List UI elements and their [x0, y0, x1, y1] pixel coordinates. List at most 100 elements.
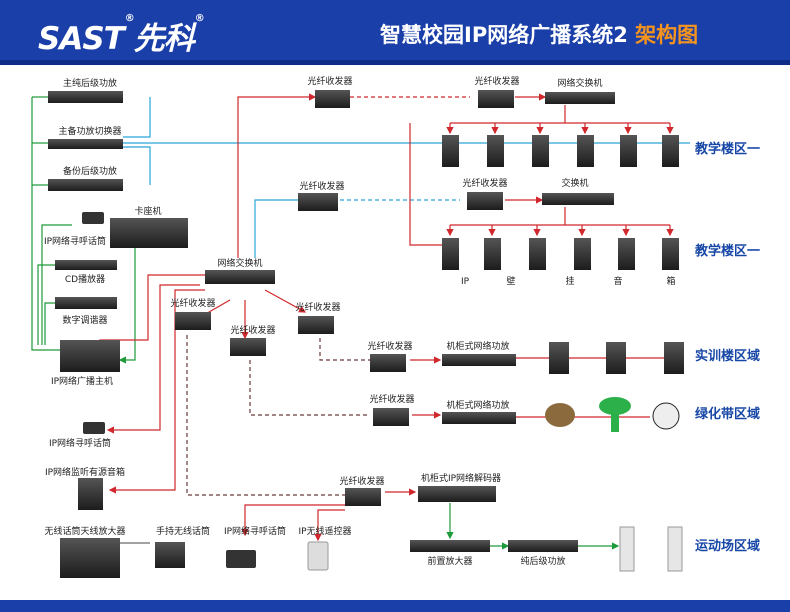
header-stripe: [0, 60, 790, 65]
left-connections: [31, 96, 690, 494]
line-tuner: [44, 302, 55, 345]
tuner-label: 数字调谐器: [62, 314, 107, 326]
line-main-amp: [123, 97, 151, 138]
monitor-speaker-label: IP网络监听有源音箱: [45, 466, 125, 478]
column-speaker: [619, 526, 635, 572]
speaker-box: [620, 135, 637, 167]
rack-amp-train-device: [442, 354, 516, 366]
speaker-box: [442, 135, 459, 167]
wall-speaker-char: 箱: [666, 275, 675, 287]
fiber-top-label: 光纤收发器: [307, 75, 352, 87]
fiber-mid-label: 光纤收发器: [299, 180, 344, 192]
line-a-to-b: [409, 123, 448, 246]
line-backup-amp: [123, 146, 151, 185]
speaker-box: [662, 135, 679, 167]
wall-speaker-char: 挂: [565, 275, 574, 287]
zone-speakers: [516, 342, 684, 572]
call-station-1-label: IP网络寻呼话筒: [44, 235, 106, 247]
fiber-green-device: [373, 408, 409, 426]
right-devices: 光纤收发器 网络交换机 光纤收发器 交换机 光纤收发器 机柜式网络功放 光纤收发…: [339, 75, 615, 567]
line-monitor: [108, 289, 205, 494]
call-station-1-device: [82, 212, 104, 224]
rock-speaker: [545, 403, 575, 427]
remote-device: [307, 541, 329, 571]
switch-b-label: 交换机: [561, 177, 588, 189]
wall-speaker: [618, 238, 635, 270]
speaker-box: [487, 135, 504, 167]
host-device: [60, 340, 120, 372]
line-training: [319, 338, 370, 361]
wall-speaker: [529, 238, 546, 270]
line-fiber-top: [237, 93, 317, 258]
title-main: 智慧校园IP网络广播系统2: [380, 23, 636, 47]
rack-amp-green-device: [442, 412, 516, 424]
call-station-2-label: IP网络寻呼话筒: [49, 437, 111, 449]
cd-player-device: [55, 260, 117, 270]
fiber-train-label: 光纤收发器: [367, 340, 412, 352]
fiber-right-device: [298, 316, 334, 334]
mushroom-speaker: [599, 397, 631, 415]
line-fiber-mid: [254, 199, 298, 258]
power-amp-label: 纯后级功放: [520, 555, 565, 567]
wall-speaker-char: 壁: [506, 275, 515, 287]
page-title: 智慧校园IP网络广播系统2 架构图: [380, 19, 698, 49]
line-call1: [41, 224, 72, 345]
left-equipment: 主纯后级功放 主备功放切换器 备份后级功放 卡座机 IP网络寻呼话筒 CD播放器…: [44, 77, 352, 578]
center-switch-label: 网络交换机: [217, 257, 262, 269]
panda-speaker: [652, 402, 680, 430]
preamp-device: [410, 540, 490, 552]
line-to-call3: [241, 504, 345, 537]
switcher-device: [48, 139, 123, 149]
fiber-b-label: 光纤收发器: [462, 177, 507, 189]
handheld-mic-device: [155, 542, 185, 568]
fiber-left-label: 光纤收发器: [170, 297, 215, 309]
fiber-top-device: [315, 90, 350, 108]
teach1-distribution: [409, 105, 679, 246]
switcher-label: 主备功放切换器: [58, 125, 121, 137]
mushroom-speaker-stem: [611, 412, 619, 432]
switch-a-label: 网络交换机: [557, 77, 602, 89]
speaker-box: [532, 135, 549, 167]
cd-player-label: CD播放器: [65, 273, 105, 285]
fiber-mid-device: [298, 193, 338, 211]
tuner-device: [55, 297, 117, 309]
wall-speaker: [574, 238, 591, 270]
fiber-center-device: [230, 338, 266, 356]
wall-speaker-char: 音: [613, 275, 622, 287]
column-speaker: [667, 526, 683, 572]
monitor-speaker-device: [78, 478, 103, 510]
line-cd: [37, 264, 55, 345]
logo-registered-mark: ®: [124, 13, 135, 24]
call-station-3-label: IP网络寻呼话筒: [224, 525, 286, 537]
wall-speaker: [442, 238, 459, 270]
preamp-label: 前置放大器: [427, 555, 472, 567]
architecture-diagram: IP 壁 挂 音 箱 主纯后级功放 主备功放切换器 备份后级功放 卡座机 IP网…: [31, 75, 760, 578]
center-switch-device: [205, 270, 275, 284]
host-label: IP网络广播主机: [51, 375, 113, 387]
zone-teach2: 教学楼区一: [694, 243, 760, 259]
switch-a-device: [545, 92, 615, 104]
speaker-box: [577, 135, 594, 167]
decoder-label: 机柜式IP网络解码器: [421, 472, 501, 484]
decoder-device: [418, 486, 496, 502]
handheld-mic-label: 手持无线话筒: [156, 525, 210, 537]
zone-sports: 运动场区域: [695, 538, 760, 554]
training-speaker: [606, 342, 626, 374]
fiber-a-label: 光纤收发器: [474, 75, 519, 87]
line-green: [249, 360, 370, 416]
line-call2: [106, 284, 200, 434]
wall-speaker: [484, 238, 501, 270]
logo-cn: 先科: [133, 21, 195, 57]
backup-amp-label: 备份后级功放: [63, 165, 117, 177]
zone-labels: 教学楼区一 教学楼区一 实训楼区域 绿化带区域 运动场区域: [694, 141, 760, 554]
remote-label: IP无线遥控器: [298, 525, 351, 537]
switch-b-device: [542, 193, 614, 205]
fiber-sport-label: 光纤收发器: [339, 475, 384, 487]
training-speaker: [664, 342, 684, 374]
central-devices: 网络交换机 光纤收发器 光纤收发器 光纤收发器 光纤收发器 光纤收发器: [170, 75, 353, 356]
fiber-left-device: [175, 312, 211, 330]
network-links: [120, 93, 620, 550]
power-amp-device: [508, 540, 578, 552]
line-to-fiber-right: [264, 289, 307, 313]
main-amp-device: [48, 91, 123, 103]
